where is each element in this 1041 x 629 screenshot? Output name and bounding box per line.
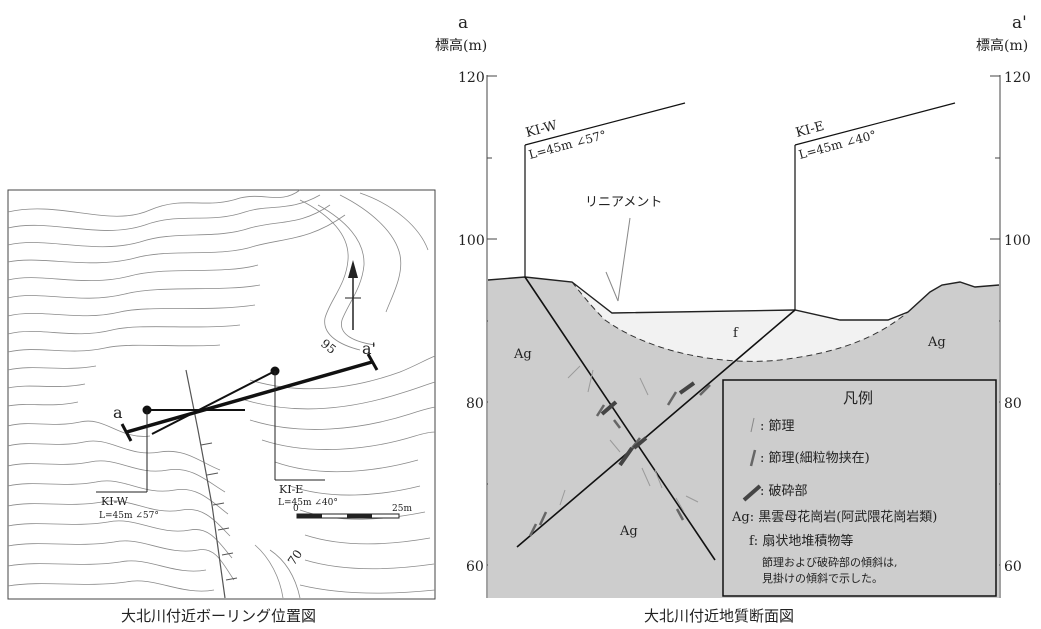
scale-label-start: 0 [293, 504, 299, 514]
legend-joint-icon [750, 417, 755, 433]
right-tick-120: 120 [1004, 70, 1031, 86]
borehole-east [151, 366, 325, 481]
legend-item-f: f: 扇状地堆積物等 [749, 533, 853, 549]
map-caption: 大北川付近ボーリング位置図 [121, 607, 317, 625]
left-tick-60: 60 [466, 559, 484, 575]
fracture-zone-marks [600, 381, 696, 467]
section-end-tick-a [120, 423, 133, 442]
borehole-west [96, 405, 245, 493]
map-frame [7, 189, 436, 600]
map-borehole-east-name: KI-E [279, 483, 303, 496]
map-section-label-a-prime: a' [362, 339, 376, 358]
unit-label-ag-east: Ag [927, 335, 946, 350]
section-borehole-west [524, 102, 716, 561]
legend-note-line1: 節理および破砕部の傾斜は, [762, 555, 898, 569]
location-map: 95 70 a a' KI-W L=45m ∠57° KI-E L=45m ∠4… [7, 189, 436, 600]
legend-note-line2: 見掛けの傾斜で示した。 [762, 571, 883, 585]
left-tick-80: 80 [466, 396, 484, 412]
legend-joint-fine-icon [749, 449, 757, 467]
map-borehole-west-spec: L=45m ∠57° [99, 511, 159, 521]
legend-item-joint: : 節理 [760, 419, 795, 434]
legend-fracture-icon [742, 484, 762, 502]
unit-label-f: f [733, 326, 739, 341]
left-axis-title: 標高(m) [435, 37, 487, 54]
unit-label-ag-lower: Ag [619, 524, 638, 539]
map-borehole-west-name: KI-W [101, 495, 129, 508]
lineament-ticks [200, 442, 238, 581]
lineament-trace [185, 369, 226, 599]
legend-box [722, 379, 997, 597]
left-tick-100: 100 [458, 233, 485, 249]
legend-item-joint-fine: : 節理(細粒物挟在) [760, 451, 870, 466]
section-borehole-east [516, 102, 956, 548]
joint-fine-fill-marks [528, 384, 711, 537]
left-tick-120: 120 [458, 70, 485, 86]
right-axis-title: 標高(m) [976, 37, 1028, 54]
fan-deposit-f [572, 282, 908, 362]
north-arrow-icon [345, 260, 361, 330]
section-left-end-label: a [458, 13, 468, 33]
scale-label-end: 25m [392, 504, 412, 514]
legend: 凡例 : 節理 : 節理(細粒物挟在) : 破砕部 Ag: 黒雲母花崗岩(阿武隈… [722, 379, 997, 597]
map-section-label-a: a [113, 403, 123, 422]
section-right-end-label: a' [1012, 13, 1027, 33]
contour-lines [7, 189, 436, 599]
section-line-a-a-prime [126, 360, 373, 434]
fan-deposit-boundary [571, 281, 909, 362]
cross-section: 120 100 80 60 120 100 80 60 a a' 標高(m) 標… [435, 13, 1031, 598]
section-borehole-east-name: KI-E [794, 119, 826, 141]
legend-item-ag: Ag: 黒雲母花崗岩(阿武隈花崗岩類) [731, 509, 937, 525]
joint-marks [559, 365, 699, 513]
unit-label-ag-west: Ag [513, 347, 532, 362]
legend-title: 凡例 [843, 389, 873, 407]
lineament-label: リニアメント [585, 195, 662, 210]
lineament-mark [605, 271, 619, 302]
section-end-tick-a-prime [366, 353, 379, 371]
right-tick-80: 80 [1004, 396, 1022, 412]
map-borehole-east-spec: L=45m ∠40° [278, 498, 338, 508]
section-caption: 大北川付近地質断面図 [644, 607, 795, 625]
right-tick-100: 100 [1004, 233, 1031, 249]
scale-bar [296, 513, 400, 519]
legend-item-fracture: : 破砕部 [760, 484, 808, 499]
ground-surface [487, 276, 1000, 321]
right-tick-60: 60 [1004, 559, 1022, 575]
lineament-leader [617, 217, 631, 302]
